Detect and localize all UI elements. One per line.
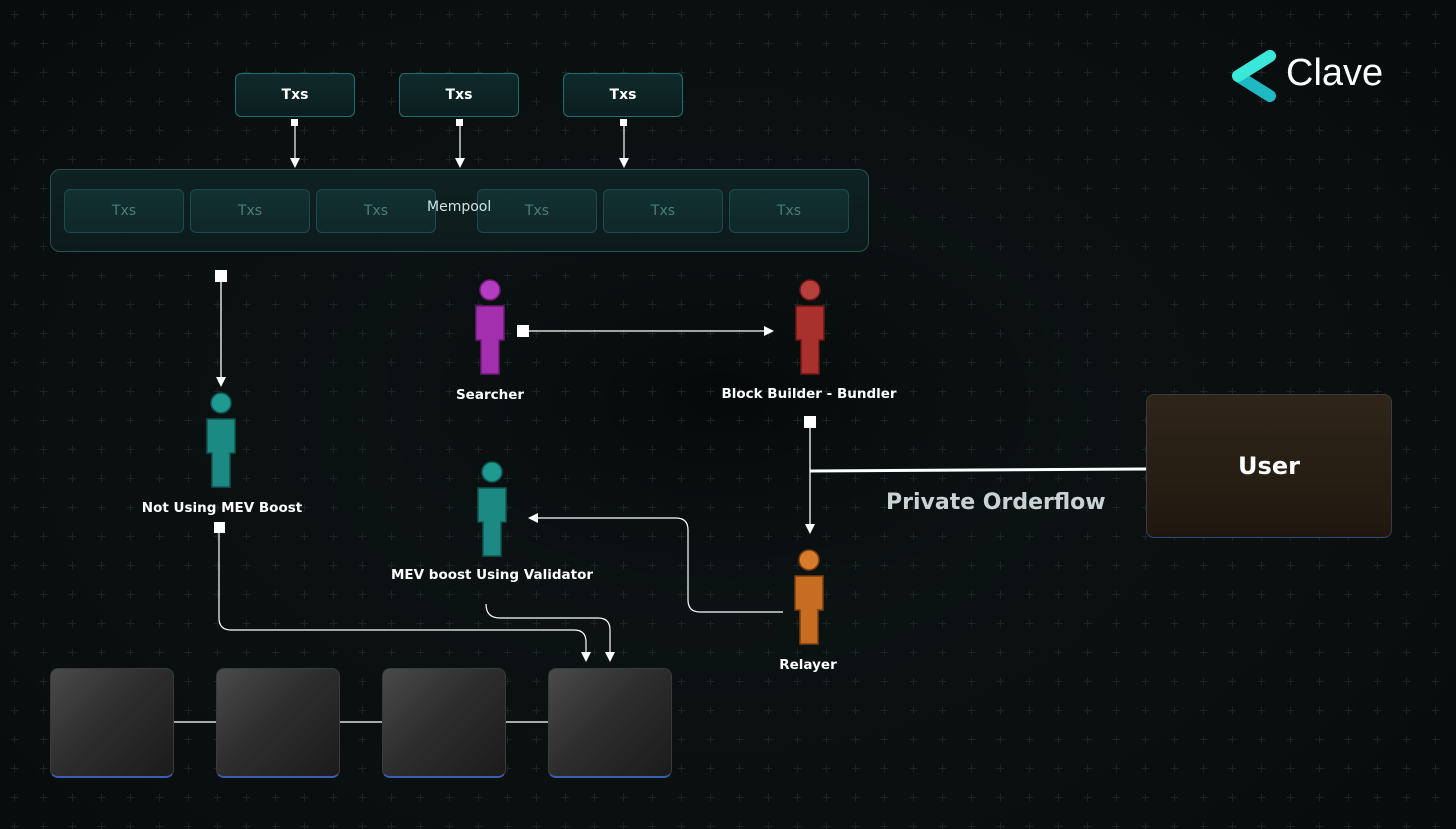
tx-box-2: Txs <box>399 73 519 117</box>
builder-person-icon <box>795 279 825 375</box>
not-using-person-icon <box>206 392 236 488</box>
block-3 <box>382 668 506 778</box>
mempool-tx-4: Txs <box>477 189 597 233</box>
searcher-to-builder-arrow <box>517 325 774 337</box>
block-2 <box>216 668 340 778</box>
searcher-person-icon <box>475 279 505 375</box>
block-builder-label: Block Builder - Bundler <box>721 386 897 402</box>
mempool-label: Mempool <box>427 199 492 215</box>
relayer-label: Relayer <box>779 657 837 673</box>
user-label: User <box>1238 452 1300 480</box>
tx-box-3: Txs <box>563 73 683 117</box>
mempool-tx-5: Txs <box>603 189 723 233</box>
not-using-to-block-arrow <box>214 522 591 662</box>
private-orderflow-line <box>809 467 1147 473</box>
user-box: User <box>1146 394 1392 538</box>
clave-chevron-icon <box>1232 50 1276 102</box>
not-using-mev-boost-label: Not Using MEV Boost <box>141 500 303 516</box>
private-orderflow-label: Private Orderflow <box>886 490 1106 515</box>
brand-name: Clave <box>1286 52 1384 94</box>
mempool-tx-1: Txs <box>64 189 184 233</box>
searcher-label: Searcher <box>455 387 525 403</box>
mempool-tx-2: Txs <box>190 189 310 233</box>
clave-logo: Clave <box>1226 50 1396 104</box>
mempool-tx-6: Txs <box>729 189 849 233</box>
relayer-person-icon <box>794 549 824 645</box>
block-1 <box>50 668 174 778</box>
builder-to-relayer-arrow <box>804 416 816 534</box>
mempool-tx-3: Txs <box>316 189 436 233</box>
validator-person-icon <box>477 461 507 557</box>
validator-to-block-arrow <box>485 603 615 662</box>
mempool-to-not-using-arrow <box>215 270 227 387</box>
txs-to-mempool-arrows <box>290 119 629 168</box>
block-4 <box>548 668 672 778</box>
mev-boost-validator-label: MEV boost Using Validator <box>390 567 594 583</box>
relayer-to-validator-arrow <box>528 513 783 613</box>
mempool-container: Txs Txs Txs Txs Txs Txs Mempool <box>50 169 869 252</box>
tx-box-1: Txs <box>235 73 355 117</box>
